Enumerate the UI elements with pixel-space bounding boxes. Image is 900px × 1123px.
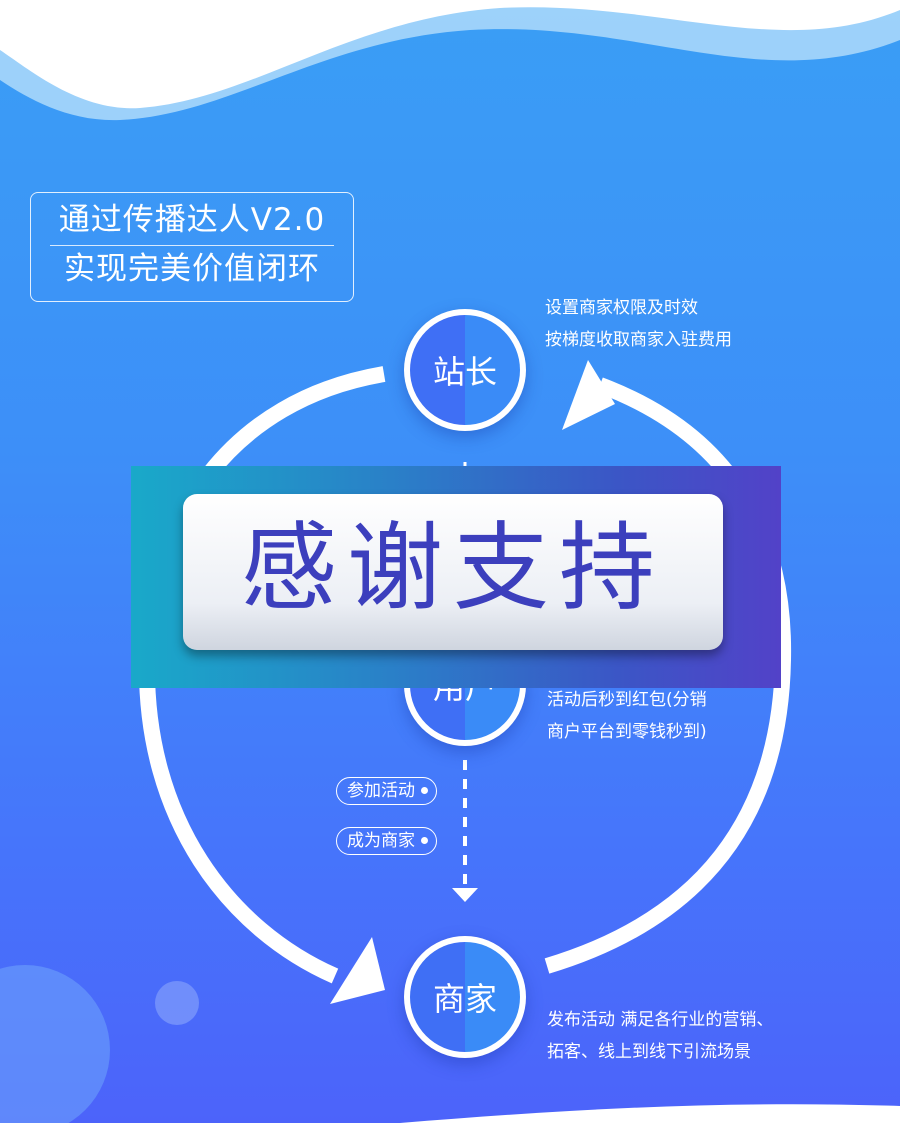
bullet-dot-icon [421,836,428,844]
node-merchant: 商家 [404,936,526,1058]
thanks-text: 感谢支持 [241,512,665,624]
note-merchant-line-1: 发布活动 满足各行业的营销、 [547,1010,774,1030]
note-merchant-line-2: 拓客、线上到线下引流场景 [547,1042,751,1062]
node-merchant-label: 商家 [410,942,520,1052]
headline-box: 通过传播达人V2.0 实现完美价值闭环 [30,192,354,302]
thanks-plate: 感谢支持 [183,494,723,650]
note-webmaster: 设置商家权限及时效 按梯度收取商家入驻费用 [545,292,732,356]
headline-divider [50,245,334,246]
note-user-line-2: 商户平台到零钱秒到) [547,722,707,742]
thanks-banner: 感谢支持 [131,466,781,688]
headline-line-1: 通过传播达人V2.0 [58,202,326,238]
bullet-dot-icon [421,786,428,794]
note-user-line-1: 活动后秒到红包(分销 [547,690,707,710]
pill-join-activity-label: 参加活动 [347,781,415,801]
note-webmaster-line-1: 设置商家权限及时效 [545,298,698,318]
headline-line-2: 实现完美价值闭环 [64,251,320,287]
pill-become-merchant-label: 成为商家 [347,831,415,851]
node-webmaster: 站长 [404,309,526,431]
note-merchant: 发布活动 满足各行业的营销、 拓客、线上到线下引流场景 [547,1004,773,1068]
note-user: 活动后秒到红包(分销 商户平台到零钱秒到) [547,684,707,748]
pill-become-merchant: 成为商家 [336,827,437,855]
node-webmaster-label: 站长 [410,315,520,425]
note-webmaster-line-2: 按梯度收取商家入驻费用 [545,330,732,350]
pill-join-activity: 参加活动 [336,777,437,805]
